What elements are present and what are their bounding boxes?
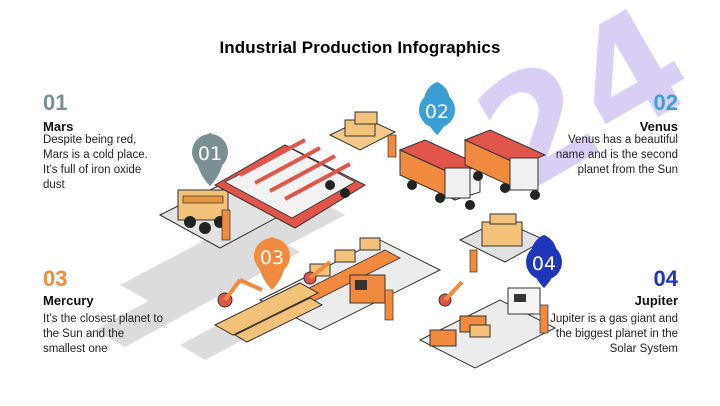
item-01-description: Despite being red, Mars is a cold place.…	[43, 134, 148, 191]
item-02-number: 02	[653, 90, 678, 115]
pin-01-label: 01	[198, 143, 222, 165]
item-01-title: Mars	[43, 119, 74, 134]
item-04-description: Jupiter is a gas giant and the biggest p…	[550, 313, 678, 355]
pin-02-label: 02	[425, 101, 449, 123]
storage-racks	[213, 138, 367, 229]
pallet-boxes	[458, 213, 547, 273]
slide-title: Industrial Production Infographics	[219, 38, 501, 57]
pin-02: 02	[419, 82, 455, 135]
pin-04-label: 04	[532, 253, 556, 275]
packing-station	[418, 280, 557, 369]
item-04-title: Jupiter	[634, 293, 678, 308]
pin-01: 01	[192, 133, 228, 186]
item-01-number: 01	[43, 90, 68, 115]
item-03-title: Mercury	[43, 293, 94, 308]
box-stack	[328, 111, 397, 158]
item-03-number: 03	[43, 266, 68, 291]
item-02-title: Venus	[639, 119, 678, 134]
pin-03-label: 03	[260, 247, 284, 269]
item-04-number: 04	[653, 266, 678, 291]
item-03-description: It’s the closest planet to the Sun and t…	[43, 313, 163, 355]
decorative-24-watermark: 24	[451, 0, 719, 228]
delivery-trucks	[398, 129, 547, 210]
robotic-arms	[213, 278, 324, 343]
item-02-description: Venus has a beautiful name and is the se…	[555, 134, 678, 176]
pin-04: 04	[526, 235, 562, 288]
pin-03: 03	[254, 237, 290, 290]
